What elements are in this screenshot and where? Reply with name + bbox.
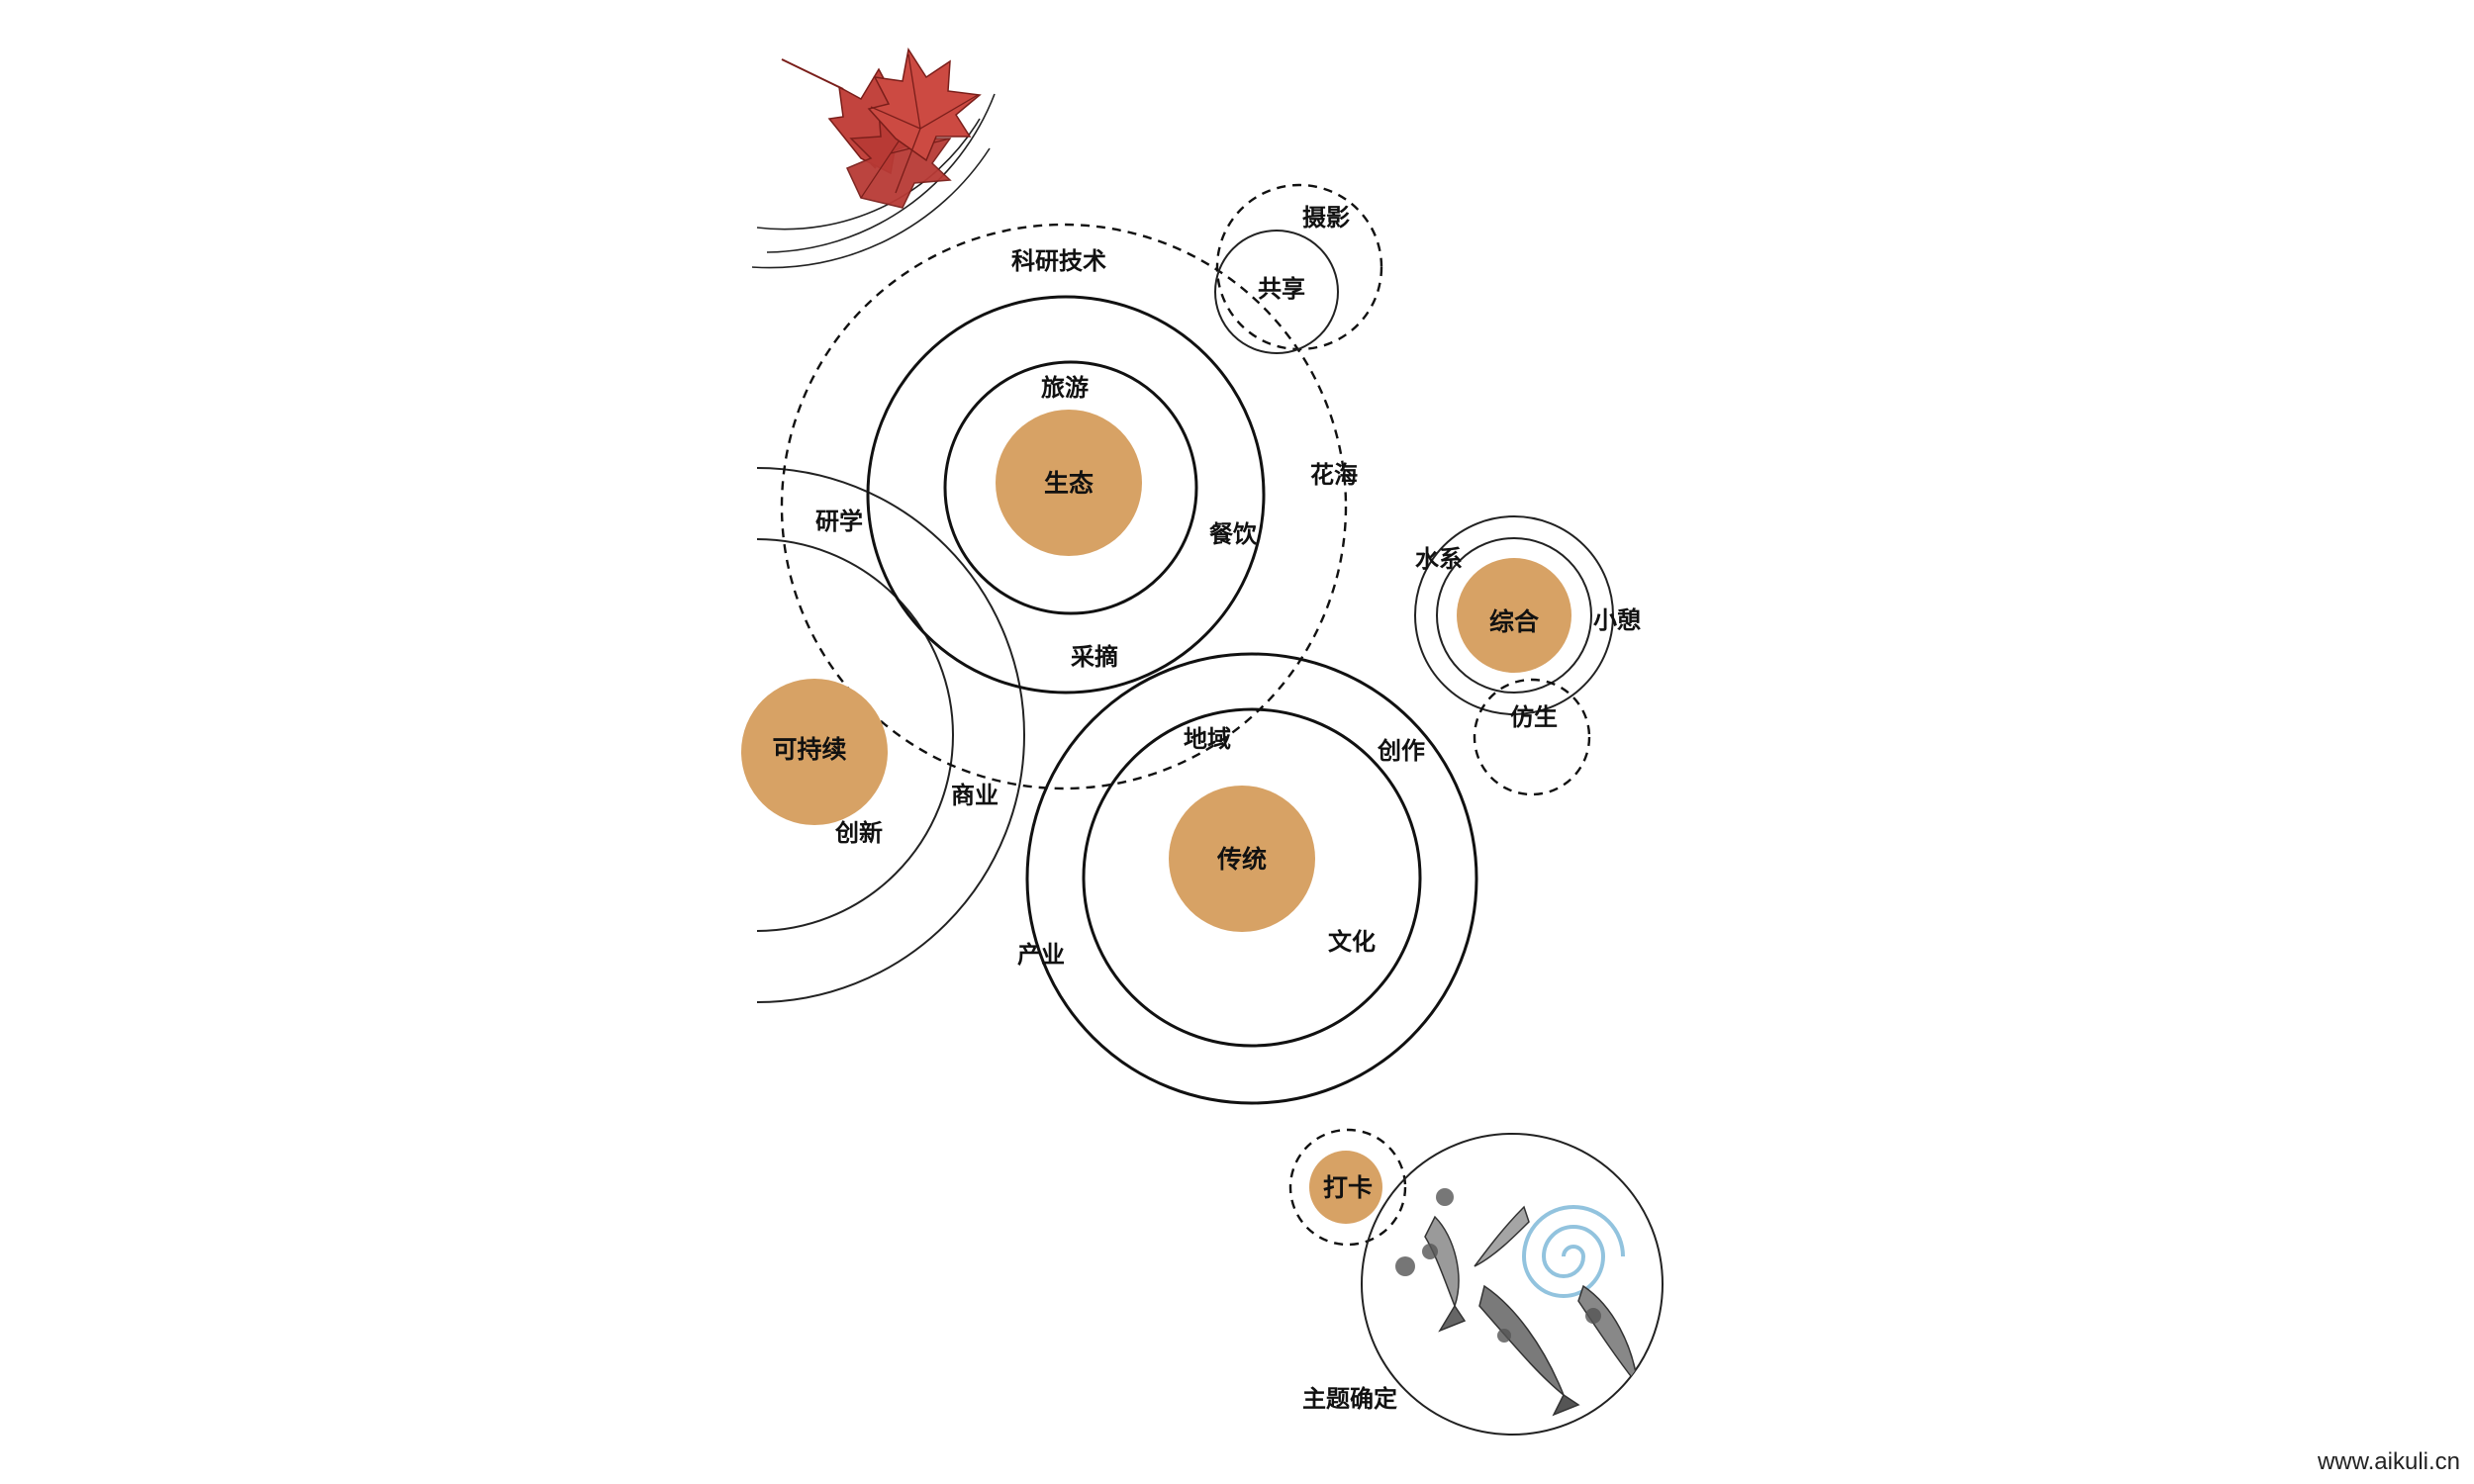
- sustainable-core-label: 可持续: [772, 735, 846, 764]
- watermark-url: www.aikuli.cn: [2317, 1448, 2460, 1475]
- sustainable-core-circle: [741, 679, 888, 825]
- label-research-tech: 科研技术: [1011, 247, 1106, 275]
- comprehensive-core-circle: [1457, 558, 1571, 673]
- tradition-outer-ring: [1025, 652, 1478, 1105]
- maple-leaf-icon: [781, 47, 982, 209]
- label-sharing: 共享: [1258, 275, 1305, 303]
- ecology-core-circle: [996, 410, 1142, 556]
- label-innovation: 创新: [834, 819, 883, 847]
- ecology-middle-ring: [866, 295, 1266, 695]
- label-water-system: 水系: [1415, 545, 1463, 573]
- koi-fish-icon: [1395, 1188, 1653, 1417]
- label-flower-sea: 花海: [1310, 461, 1358, 489]
- bionic-dashed-ring: [1473, 678, 1591, 796]
- comprehensive-inner-ring: [1436, 537, 1592, 694]
- comprehensive-outer-ring: [1414, 515, 1614, 715]
- tradition-core-label: 传统: [1216, 845, 1267, 874]
- label-photography: 摄影: [1302, 204, 1350, 232]
- label-commerce: 商业: [951, 782, 999, 809]
- label-study-tour: 研学: [815, 508, 863, 535]
- label-picking: 采摘: [1071, 643, 1118, 671]
- sustainable-outer-ring: [757, 467, 1025, 1003]
- sustainable-inner-ring: [757, 538, 954, 932]
- label-rest: 小憩: [1593, 606, 1641, 634]
- label-industry: 产业: [1017, 941, 1065, 969]
- label-bionic: 仿生: [1510, 703, 1558, 731]
- comprehensive-core-label: 综合: [1489, 607, 1540, 636]
- label-creation: 创作: [1377, 737, 1425, 765]
- theme-ring: [1361, 1133, 1664, 1436]
- checkin-dashed-ring: [1288, 1128, 1407, 1247]
- sharing-ring: [1214, 230, 1339, 354]
- label-tourism: 旅游: [1041, 374, 1089, 402]
- label-culture: 文化: [1328, 928, 1376, 956]
- tradition-inner-ring: [1082, 707, 1422, 1048]
- label-dining: 餐饮: [1209, 520, 1258, 548]
- tradition-core-circle: [1169, 786, 1315, 932]
- ecology-core-label: 生态: [1044, 469, 1094, 498]
- leaf-ripples: [751, 93, 996, 269]
- checkin-core-label: 打卡: [1323, 1173, 1373, 1202]
- photography-dashed-ring: [1215, 183, 1383, 351]
- ecology-outer-dashed-ring: [780, 223, 1348, 790]
- checkin-core-circle: [1309, 1151, 1382, 1224]
- label-theme: 主题确定: [1302, 1385, 1397, 1413]
- label-region: 地域: [1184, 725, 1231, 753]
- ecology-inner-ring: [943, 360, 1198, 615]
